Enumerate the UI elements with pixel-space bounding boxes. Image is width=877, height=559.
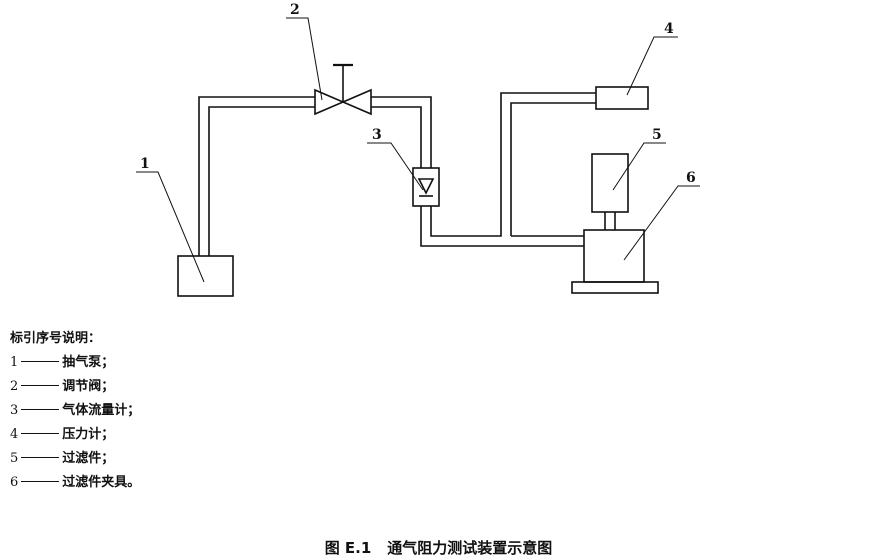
callout-number-4: 4 <box>664 21 674 37</box>
apparatus-diagram: 1 2 3 4 5 6 <box>136 2 700 297</box>
legend-item-text: 气体流量计； <box>62 403 141 418</box>
legend-item: 1 抽气泵； <box>10 351 140 375</box>
gas-flow-meter <box>412 167 440 207</box>
legend-item-number: 6 <box>10 475 19 490</box>
legend-dash <box>21 457 60 458</box>
legend-dash <box>21 361 60 362</box>
holder-base-plate <box>571 281 659 294</box>
leader-line-1 <box>136 171 205 283</box>
pump-box <box>177 255 234 297</box>
legend-item: 3 气体流量计； <box>10 399 140 423</box>
callout-number-3: 3 <box>372 127 382 143</box>
legend-item: 5 过滤件； <box>10 447 140 471</box>
legend-item-number: 2 <box>10 379 19 394</box>
legend-item-number: 3 <box>10 403 19 418</box>
leader-line-6 <box>623 185 700 261</box>
legend-dash <box>21 433 60 434</box>
figure-title: 通气阻力测试装置示意图 <box>387 539 553 557</box>
legend-item-text: 过滤件夹具。 <box>62 475 141 490</box>
legend: 标引序号说明： 1 抽气泵； 2 调节阀； 3 气体流量计； 4 压力计； 5 过滤件； … <box>10 327 140 495</box>
legend-item-number: 4 <box>10 427 19 442</box>
leader-line-5 <box>612 142 666 191</box>
filter-element <box>591 153 629 213</box>
legend-item: 6 过滤件夹具。 <box>10 471 140 495</box>
legend-dash <box>21 385 60 386</box>
leader-line-3 <box>367 142 424 191</box>
callout-number-1: 1 <box>140 156 150 172</box>
legend-item-text: 压力计； <box>62 427 115 442</box>
callout-number-5: 5 <box>652 127 662 143</box>
pipe-flowmeter-to-holder <box>420 92 596 247</box>
callout-number-2: 2 <box>290 2 300 18</box>
leader-line-2 <box>286 17 323 101</box>
figure-caption: 图 E.1 通气阻力测试装置示意图 <box>0 537 877 558</box>
legend-item: 4 压力计； <box>10 423 140 447</box>
callout-number-6: 6 <box>686 170 696 186</box>
pipe-valve-to-flowmeter <box>371 96 432 168</box>
pressure-gauge <box>595 86 649 110</box>
legend-item-text: 过滤件； <box>62 451 115 466</box>
legend-item: 2 调节阀； <box>10 375 140 399</box>
figure-number: 图 E.1 <box>324 539 372 557</box>
legend-item-number: 5 <box>10 451 19 466</box>
legend-list: 1 抽气泵； 2 调节阀； 3 气体流量计； 4 压力计； 5 过滤件； 6 过滤件夹具。 <box>10 351 140 495</box>
leader-line-4 <box>626 36 678 96</box>
legend-dash <box>21 481 60 482</box>
legend-item-number: 1 <box>10 355 19 370</box>
legend-heading: 标引序号说明： <box>10 331 102 346</box>
legend-item-text: 抽气泵； <box>62 355 115 370</box>
pipe-pump-to-valve <box>198 96 315 256</box>
regulating-valve <box>314 63 372 116</box>
legend-item-text: 调节阀； <box>62 379 115 394</box>
legend-dash <box>21 409 60 410</box>
filter-holder <box>583 229 645 283</box>
